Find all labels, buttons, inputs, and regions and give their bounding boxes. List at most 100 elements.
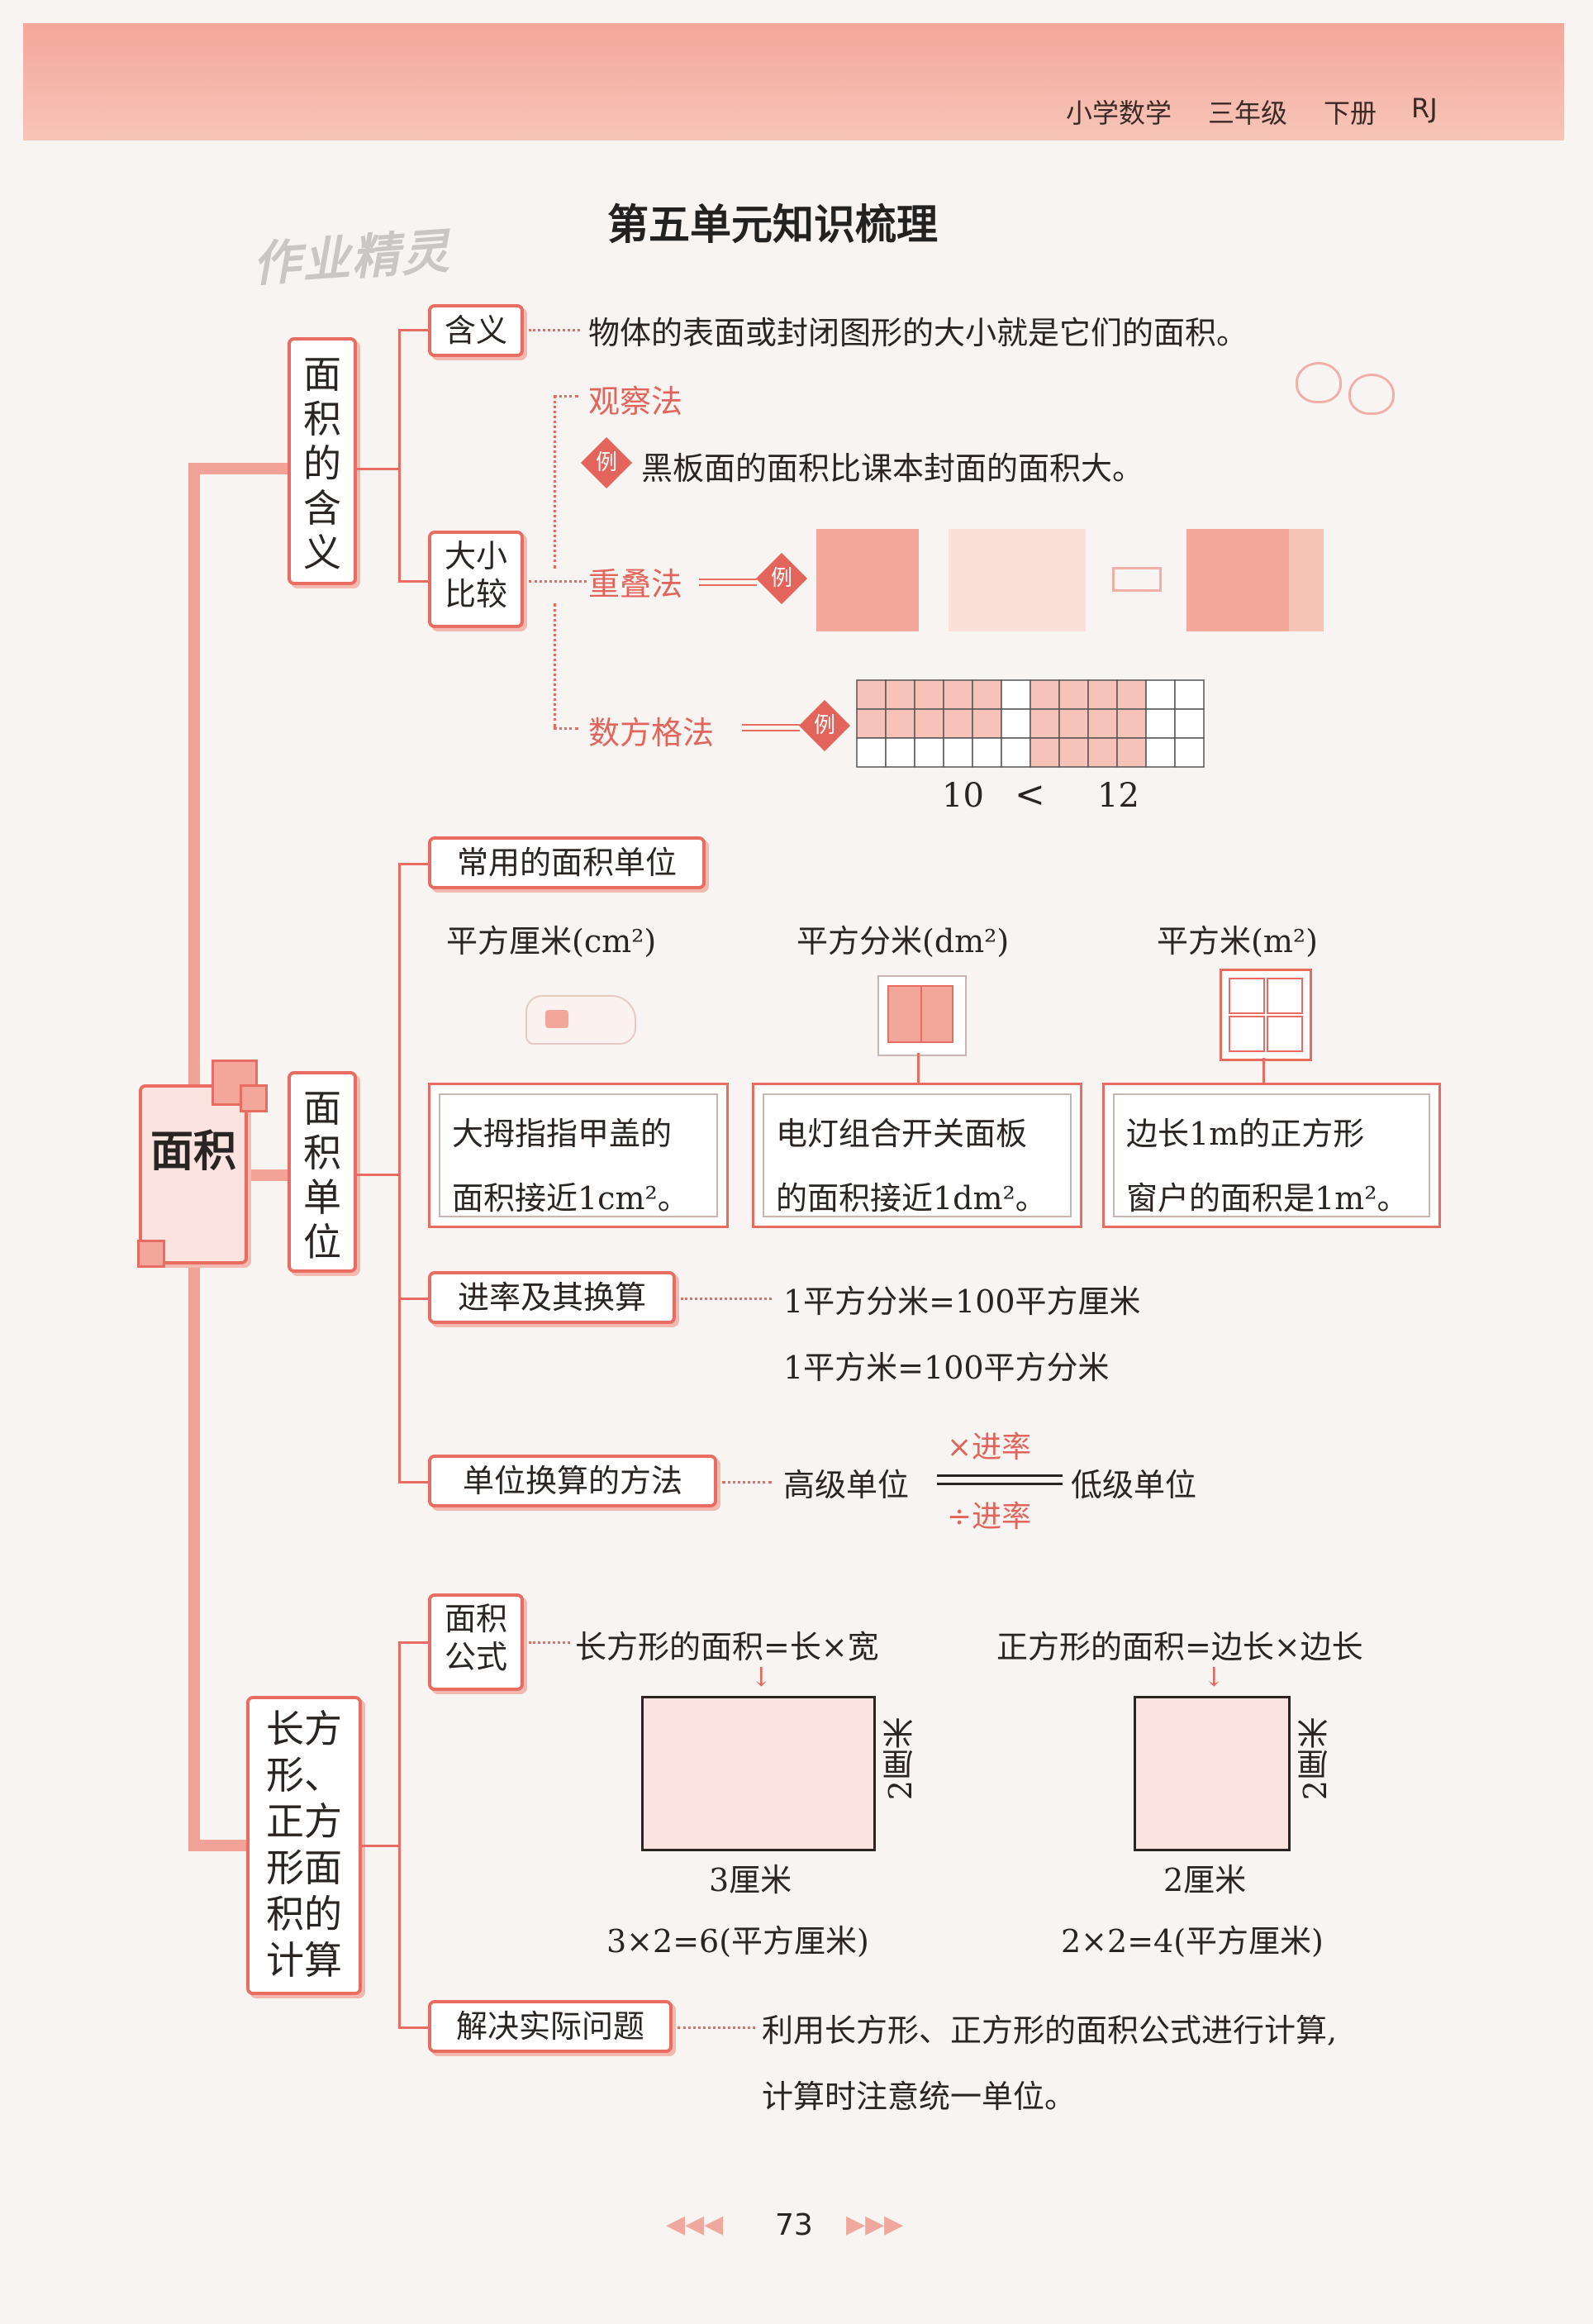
grid-cell [972,737,1002,768]
unit-m2-desc1: 边长1m的正方形 [1126,1116,1365,1152]
watermark: 作业精灵 [250,222,453,293]
root-deco-square-small [240,1084,268,1112]
b2-h3 [398,1481,428,1483]
switch-panel-icon [877,975,967,1056]
switch-connector [917,1053,920,1083]
compare-vdots-up [554,395,556,569]
trunk-branch1 [188,463,288,474]
square-calc: 2×2=4(平方厘米) [1061,1923,1324,1960]
unit-dm2-desc1: 电灯组合开关面板 [776,1116,1028,1152]
convert-arrow-top [937,1474,1063,1477]
b2-vline [398,863,401,1483]
grid-cell [1087,737,1118,768]
rect-figure [641,1696,876,1851]
grid-cell [1030,708,1060,739]
example-mark-1: 例 [580,436,633,489]
method-times: ×进率 [947,1431,1032,1464]
convert-arrow-bottom [937,1483,1063,1485]
grid-cell [943,737,973,768]
method-divide: ÷进率 [947,1500,1032,1534]
compare-label: 大小比较 [444,538,507,612]
b3-vline [398,1641,401,2028]
grid-cell [856,679,887,710]
prev-arrows-icon: ◀◀◀ [666,2210,724,2239]
grid-cell [1087,708,1118,739]
unit-cm2-desc2: 面积接近1cm²。 [452,1180,689,1217]
b1-h1 [398,329,428,331]
grid-cell [1087,679,1118,710]
grid-cell [1174,708,1205,739]
rate-box: 进率及其换算 [428,1271,676,1324]
branch3-label: 长方形、正方形面积的计算 [266,1707,342,1983]
overlap-result-a [1186,529,1289,631]
header-volume: 下册 [1324,98,1377,129]
rect-calc: 3×2=6(平方厘米) [606,1923,869,1960]
meaning-dots [529,329,580,331]
method-label: 单位换算的方法 [462,1463,682,1499]
grid-cell [1116,708,1147,739]
grid-cell [914,708,944,739]
count-lt: < [1015,774,1045,816]
grid-cell [943,708,973,739]
grid-compare [856,679,1205,768]
solve-box: 解决实际问题 [428,2000,673,2053]
solve-line2: 计算时注意统一单位。 [762,2079,1077,2115]
overlap-dot [529,580,587,583]
branch1-box: 面积的含义 [288,337,357,585]
thumb-icon [525,995,636,1045]
common-units-label: 常用的面积单位 [456,845,677,881]
grid-cell [1001,708,1031,739]
meaning-box: 含义 [428,304,524,357]
grid-cell [1001,737,1031,768]
method-box: 单位换算的方法 [428,1455,717,1507]
window-icon [1220,969,1312,1061]
unit-m2-desc2: 窗户的面积是1m²。 [1126,1180,1409,1217]
grid-cell [1058,708,1089,739]
unit-dm2-box: 电灯组合开关面板 的面积接近1dm²。 [752,1083,1082,1228]
count-eq-2 [742,730,800,731]
overlap-result-b [1289,529,1324,631]
solve-line1: 利用长方形、正方形的面积公式进行计算, [762,2012,1338,2049]
arrow-down-icon: ↓ [750,1661,773,1693]
method-dots [722,1481,772,1483]
rect-height: 2厘米 [882,1717,919,1801]
grid-cell [1145,737,1176,768]
method-observe: 观察法 [588,383,683,420]
b3-h2 [398,2026,428,2029]
rect-formula: 长方形的面积=长×宽 [575,1629,879,1665]
arrow-right-icon [1112,567,1162,592]
example-mark-2: 例 [755,552,808,605]
b2-connector [357,1174,398,1176]
rate-line1: 1平方分米=100平方厘米 [783,1283,1141,1320]
overlap-square-a [816,529,919,631]
unit-cm2-desc1: 大拇指指甲盖的 [452,1116,673,1152]
unit-dm2: 平方分米(dm²) [796,923,1010,960]
branch3-box: 长方形、正方形面积的计算 [246,1696,362,1995]
solve-dots [678,2026,755,2029]
meaning-label: 含义 [444,312,507,349]
window-connector [1263,1058,1265,1083]
grid-cell [1116,679,1147,710]
overlap-eq-2 [699,584,757,586]
grid-cell [1116,737,1147,768]
b3-h1 [398,1641,428,1644]
square-height: 2厘米 [1297,1717,1334,1801]
grid-cell [1030,737,1060,768]
unit-m2-box: 边长1m的正方形 窗户的面积是1m²。 [1102,1083,1441,1228]
example-mark-3: 例 [798,699,851,752]
b1-h2 [398,580,428,583]
arrow-down-icon-2: ↓ [1203,1661,1225,1693]
grid-cell [885,737,915,768]
branch2-box: 面积单位 [288,1071,357,1273]
solve-label: 解决实际问题 [455,2008,644,2045]
grid-cell [914,679,944,710]
grid-cell [972,679,1002,710]
observe-example: 黑板面的面积比课本封面的面积大。 [641,450,1144,487]
grid-cell [1174,679,1205,710]
b2-h2 [398,1298,428,1300]
method-count: 数方格法 [588,715,715,751]
grid-cell [943,679,973,710]
meaning-text: 物体的表面或封闭图形的大小就是它们的面积。 [588,315,1248,351]
count-dot [554,727,578,730]
header-grade: 三年级 [1208,98,1288,129]
